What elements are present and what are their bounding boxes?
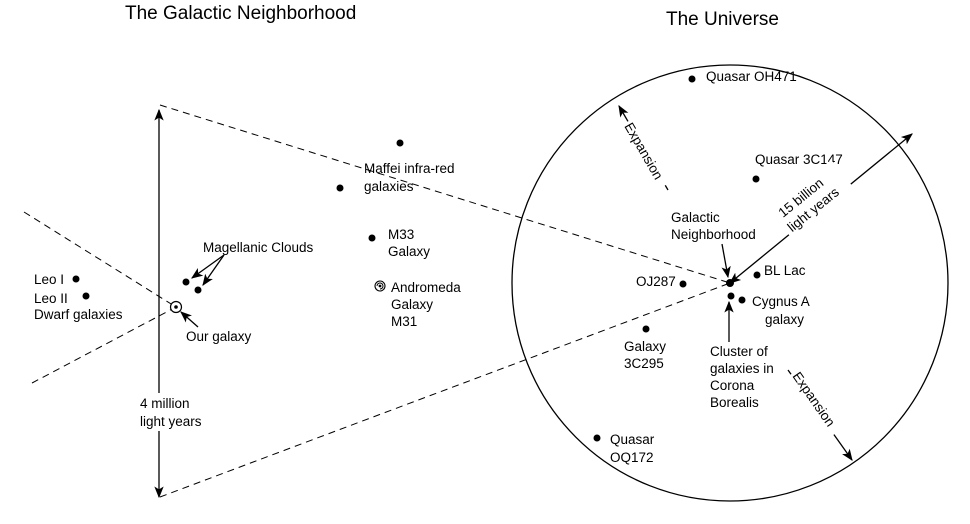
our-galaxy-arrow xyxy=(180,311,199,328)
cygnus-a-label-line1: Cygnus A xyxy=(752,294,810,309)
m33-label-line1: M33 xyxy=(388,227,414,242)
maffei-dot-1 xyxy=(396,139,404,147)
cygnus-a-label-line2: galaxy xyxy=(765,312,804,327)
cluster-corona-borealis-dot xyxy=(727,292,735,300)
scale-label-line2: light years xyxy=(140,414,202,429)
expansion-label-top: Expansion xyxy=(618,118,671,191)
maffei-dot-2 xyxy=(336,184,344,192)
magellanic-arrow-1 xyxy=(191,254,225,279)
cluster-label-line3: Corona xyxy=(710,378,755,393)
magellanic-cloud-large-dot xyxy=(182,278,190,286)
title-galactic-neighborhood: The Galactic Neighborhood xyxy=(125,3,356,24)
m33-dot xyxy=(368,234,376,242)
leo-i-label: Leo I xyxy=(34,272,64,287)
galaxy-3c295-label-line2: 3C295 xyxy=(624,356,664,371)
our-galaxy-label: Our galaxy xyxy=(186,329,252,344)
galactic-neighborhood-arrow xyxy=(721,243,731,279)
radius-label: 15 billion light years xyxy=(768,159,855,240)
expansion-label-bottom-text: Expansion xyxy=(790,369,838,429)
dwarf-galaxies-label: Dwarf galaxies xyxy=(34,307,123,322)
andromeda-spiral-icon xyxy=(374,280,386,292)
quasar-oq172-dot xyxy=(593,434,601,442)
our-galaxy-icon xyxy=(169,300,183,314)
universe-circle xyxy=(511,64,949,502)
leo-ii-label: Leo II xyxy=(34,291,68,306)
quasar-oh471-dot xyxy=(688,75,696,83)
cluster-label-line1: Cluster of xyxy=(710,344,768,359)
leo-i-dot xyxy=(72,275,80,283)
magellanic-arrow-2 xyxy=(202,254,225,286)
quasar-oq172-label-line1: Quasar xyxy=(610,432,655,447)
quasar-oh471-label: Quasar OH471 xyxy=(706,69,797,84)
scale-label-background xyxy=(138,393,218,431)
magellanic-clouds-label: Magellanic Clouds xyxy=(203,240,314,255)
cone-lower-line xyxy=(159,282,731,498)
title-universe: The Universe xyxy=(666,9,779,30)
galactic-neighborhood-label-line1: Galactic xyxy=(671,210,720,225)
oj287-dot xyxy=(679,280,687,288)
andromeda-label-line3: M31 xyxy=(391,314,417,329)
maffei-label-line1: Maffei infra-red xyxy=(364,161,455,176)
magellanic-cloud-small-dot xyxy=(194,286,202,294)
cygnus-a-dot xyxy=(738,296,746,304)
cluster-label-line4: Borealis xyxy=(710,395,759,410)
leo-ii-dot xyxy=(82,292,90,300)
bl-lac-label: BL Lac xyxy=(764,263,806,278)
cluster-label-line2: galaxies in xyxy=(710,361,774,376)
expansion-label-bottom: Expansion xyxy=(786,367,844,438)
andromeda-label-line1: Andromeda xyxy=(391,280,461,295)
cone-upper-line xyxy=(159,104,731,284)
galactic-neighborhood-label-line2: Neighborhood xyxy=(671,227,756,242)
expansion-label-top-text: Expansion xyxy=(621,120,666,182)
quasar-3c147-dot xyxy=(752,175,760,183)
local-cone-upper-line xyxy=(23,211,177,308)
scale-label-line1: 4 million xyxy=(140,396,190,411)
galaxy-3c295-label-line1: Galaxy xyxy=(624,339,666,354)
galaxy-3c295-dot xyxy=(642,325,650,333)
bl-lac-dot xyxy=(753,271,761,279)
maffei-label-line2: galaxies xyxy=(364,179,414,194)
andromeda-label-line2: Galaxy xyxy=(391,297,433,312)
local-cone-lower-line xyxy=(31,306,177,384)
quasar-oq172-label-line2: OQ172 xyxy=(610,450,654,465)
galactic-neighborhood-dot xyxy=(726,279,734,287)
m33-label-line2: Galaxy xyxy=(388,244,430,259)
oj287-label: OJ287 xyxy=(636,274,676,289)
